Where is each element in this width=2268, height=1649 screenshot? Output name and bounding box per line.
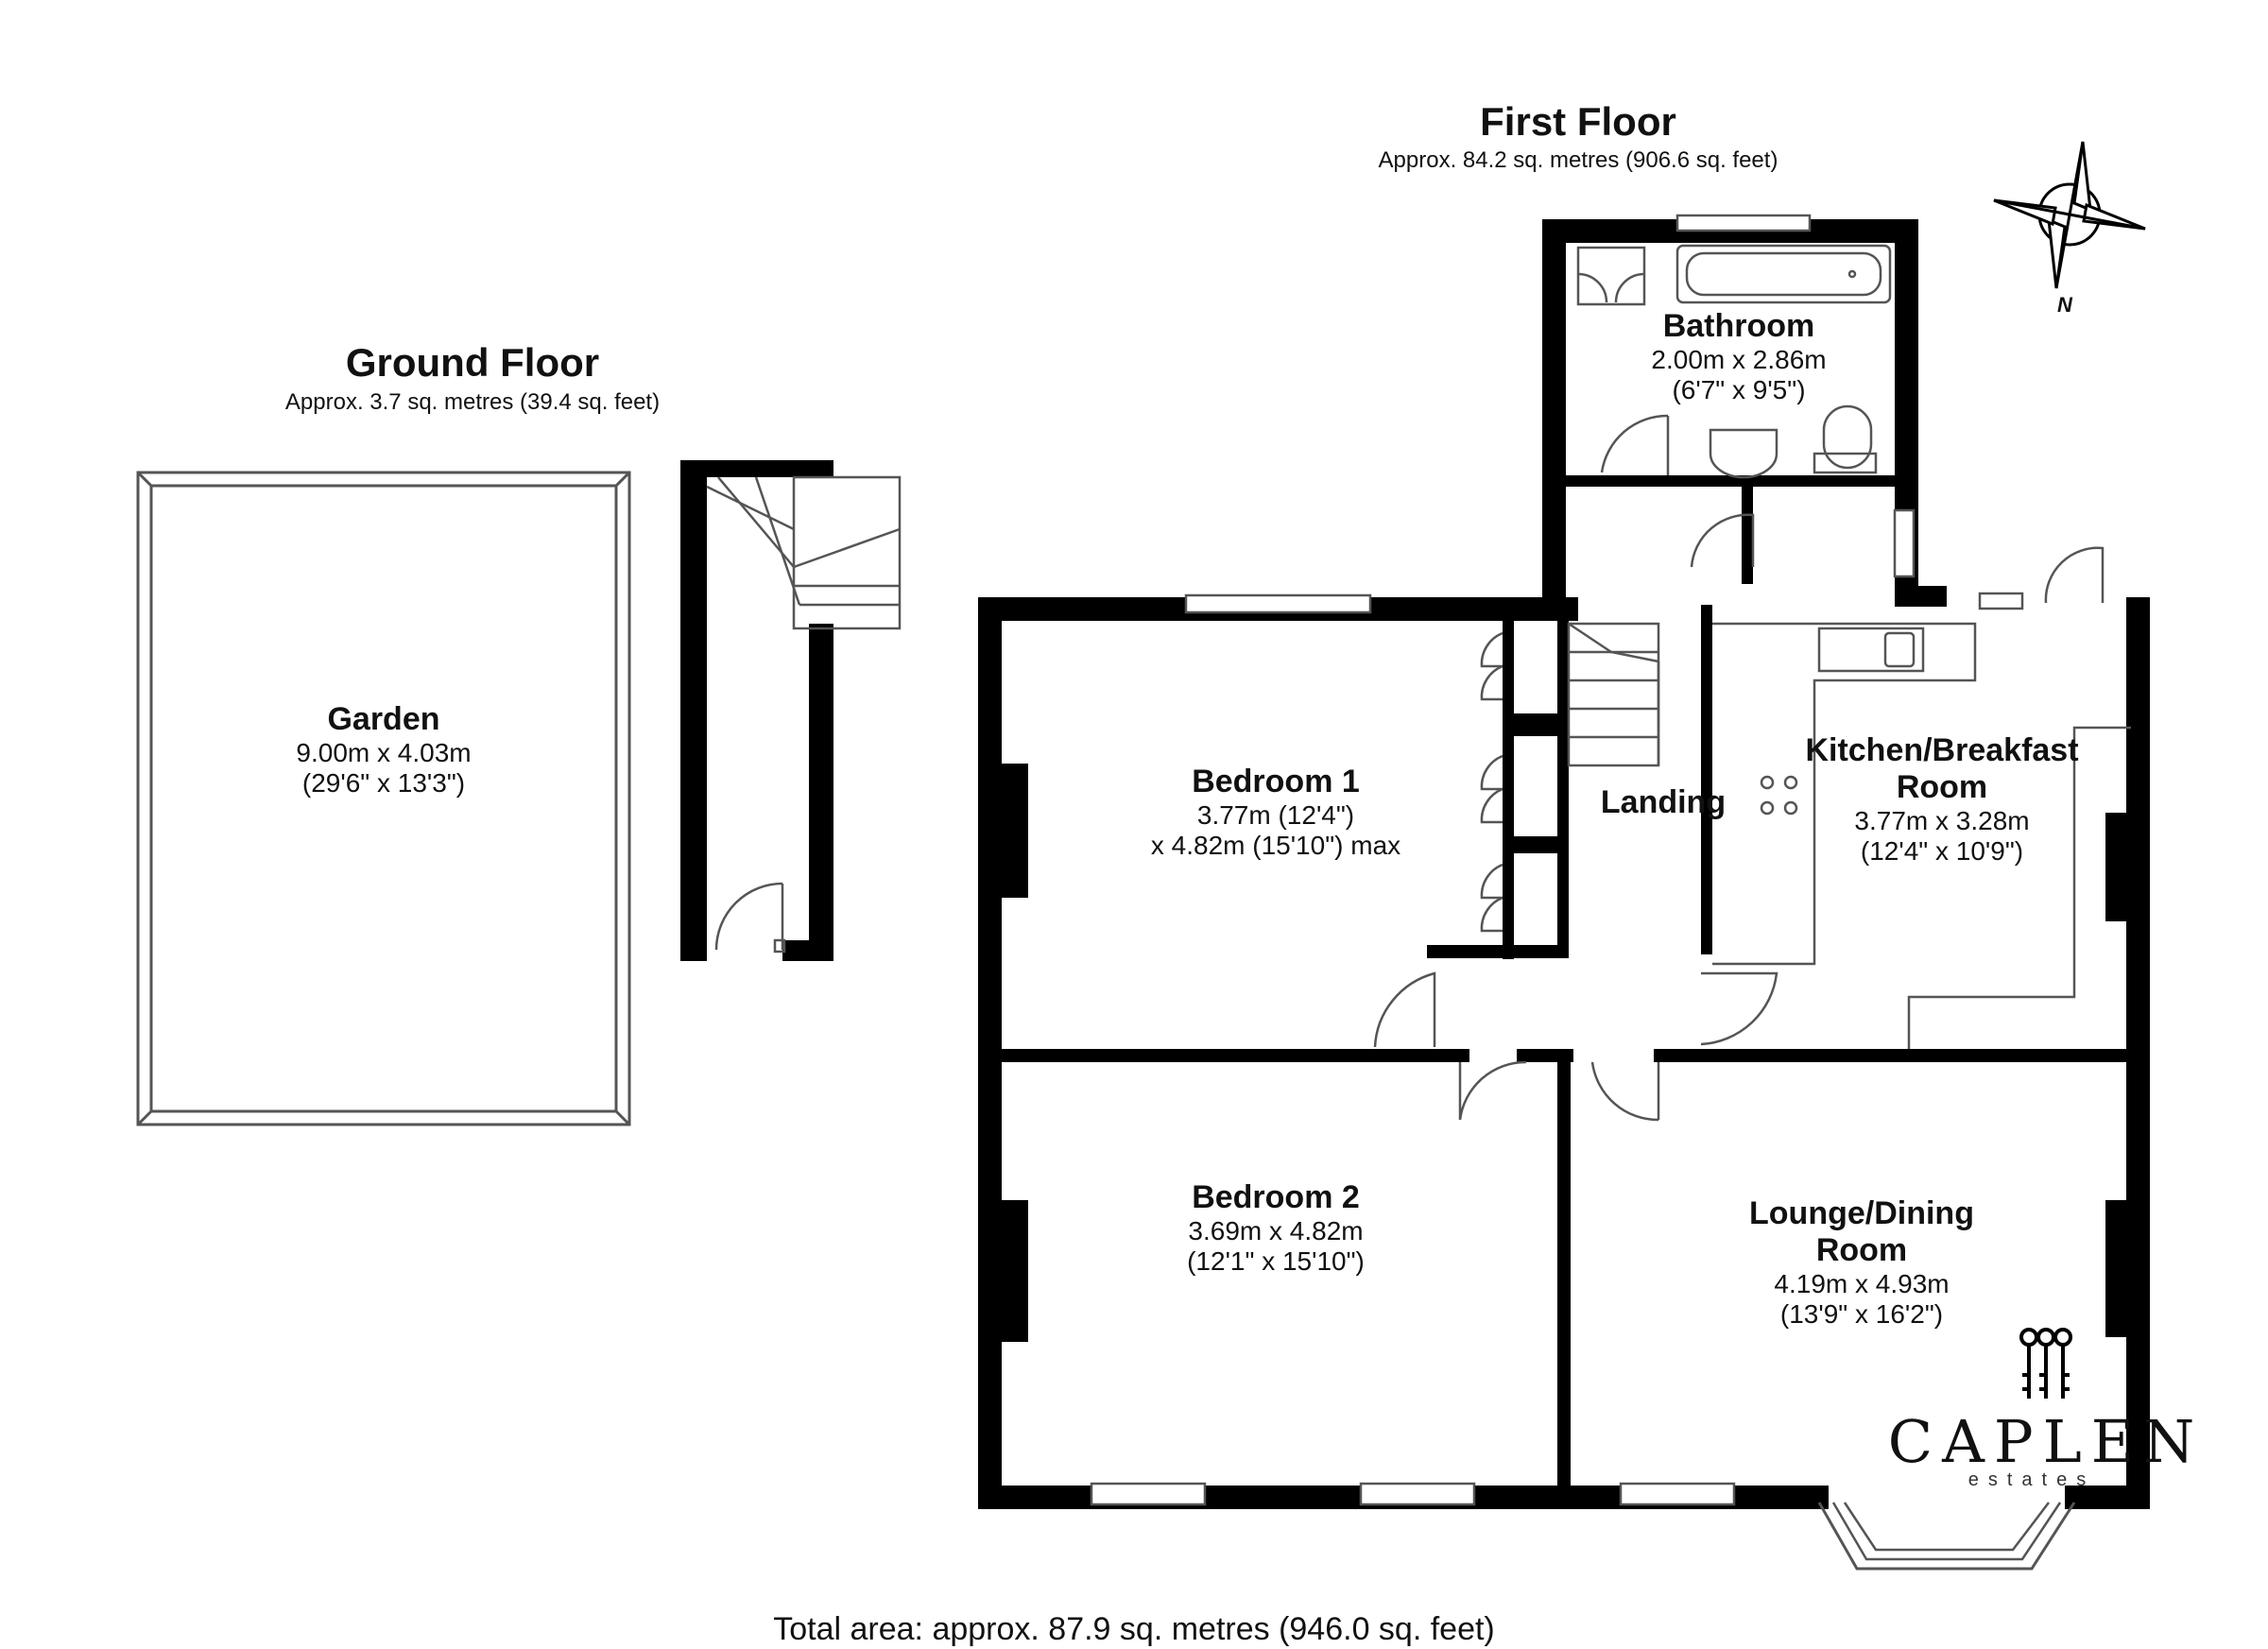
room-dimension-imperial: x 4.82m (15'10") max bbox=[1150, 831, 1401, 861]
room-dimension-metric: 3.77m (12'4") bbox=[1196, 800, 1355, 831]
room-name: Bedroom 1 bbox=[1192, 764, 1360, 799]
brand-tagline: estates bbox=[1967, 1469, 2096, 1490]
room-dimension-metric: 9.00m x 4.03m bbox=[296, 738, 472, 768]
room-name: Bathroom bbox=[1662, 308, 1815, 344]
first-floor-title: First Floor bbox=[1480, 99, 1676, 144]
first-floor-area: Approx. 84.2 sq. metres (906.6 sq. feet) bbox=[1378, 147, 1778, 173]
room-dimension-metric: 4.19m x 4.93m bbox=[1774, 1269, 1950, 1299]
windows bbox=[1090, 214, 2076, 1571]
compass-rose-icon bbox=[1993, 141, 2146, 289]
garden-outline bbox=[136, 471, 631, 1126]
room-dimension-imperial: (12'1" x 15'10") bbox=[1187, 1246, 1365, 1277]
keys-logo-icon bbox=[2019, 1328, 2072, 1399]
compass-north-letter: N bbox=[2057, 293, 2072, 317]
room-name: Lounge/Dining bbox=[1749, 1195, 1974, 1231]
room-dimension-metric: 3.77m x 3.28m bbox=[1854, 806, 2030, 836]
room-name-line2: Room bbox=[1896, 769, 1988, 806]
ground-floor-stairs bbox=[706, 475, 902, 630]
landing-label: Landing bbox=[1600, 784, 1727, 820]
bedroom-2-label: Bedroom 2 3.69m x 4.82m (12'1" x 15'10") bbox=[1087, 1179, 1465, 1277]
room-name: Bedroom 2 bbox=[1192, 1179, 1360, 1215]
total-area: Total area: approx. 87.9 sq. metres (946… bbox=[773, 1611, 1495, 1647]
landing-stairs bbox=[1567, 622, 1660, 767]
chimney-breasts bbox=[1000, 764, 2134, 1342]
room-dimension-metric: 2.00m x 2.86m bbox=[1651, 345, 1827, 375]
room-doors bbox=[1373, 513, 2105, 1122]
bathroom-label: Bathroom 2.00m x 2.86m (6'7" x 9'5") bbox=[1597, 308, 1881, 405]
room-dimension-metric: 3.69m x 4.82m bbox=[1188, 1216, 1364, 1246]
room-dimension-imperial: (29'6" x 13'3") bbox=[301, 768, 466, 799]
room-name: Garden bbox=[327, 701, 440, 737]
bathroom-fixtures bbox=[1576, 244, 1892, 479]
cupboard-doors bbox=[1480, 631, 1503, 933]
kitchen-fixtures bbox=[1712, 622, 2131, 1049]
lounge-label: Lounge/Dining Room 4.19m x 4.93m (13'9" … bbox=[1692, 1195, 2032, 1331]
room-dimension-imperial: (6'7" x 9'5") bbox=[1672, 375, 1806, 405]
bedroom-1-label: Bedroom 1 3.77m (12'4") x 4.82m (15'10")… bbox=[1087, 764, 1465, 861]
room-name-line2: Room bbox=[1815, 1232, 1908, 1269]
ground-floor-door bbox=[714, 882, 786, 953]
room-name: Kitchen/Breakfast bbox=[1805, 732, 2079, 768]
kitchen-label: Kitchen/Breakfast Room 3.77m x 3.28m (12… bbox=[1777, 732, 2107, 867]
ground-floor-area: Approx. 3.7 sq. metres (39.4 sq. feet) bbox=[284, 389, 661, 415]
room-dimension-imperial: (13'9" x 16'2") bbox=[1779, 1299, 1944, 1330]
garden-label: Garden 9.00m x 4.03m (29'6" x 13'3") bbox=[195, 701, 573, 799]
ground-floor-title: Ground Floor bbox=[345, 340, 600, 385]
ground-floor-stairwell bbox=[680, 460, 902, 961]
brand-name: CAPLEN bbox=[1887, 1407, 2205, 1476]
room-dimension-imperial: (12'4" x 10'9") bbox=[1860, 836, 2024, 867]
